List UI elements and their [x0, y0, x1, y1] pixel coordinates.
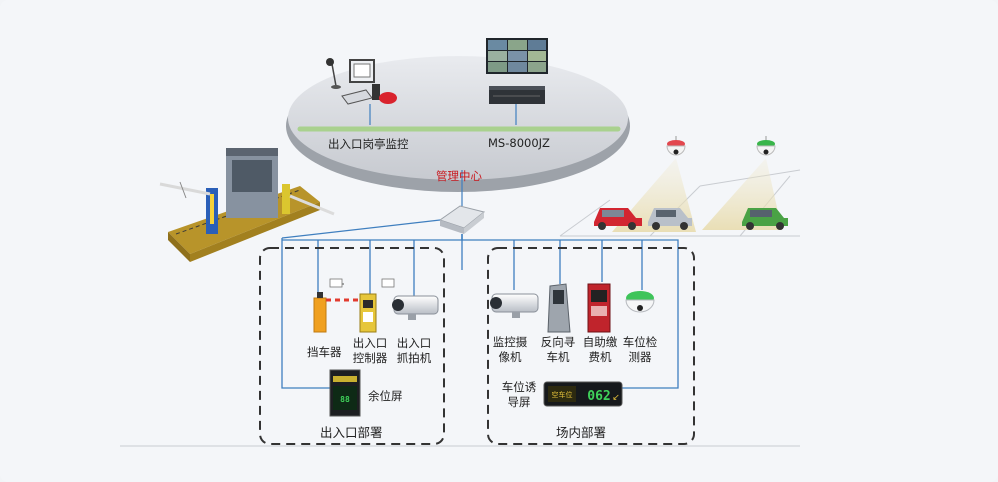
surveillance-camera-label: 监控摄像机 — [492, 335, 528, 364]
svg-text:空车位: 空车位 — [552, 390, 573, 399]
ceiling-detector-green-icon — [756, 136, 776, 156]
remaining-spaces-screen-icon: 88 — [329, 369, 361, 417]
entrance-controller-label: 出入口控制器 — [352, 336, 388, 365]
barrier-gate-label: 挡车器 — [307, 345, 342, 359]
space-detector-label: 车位检测器 — [622, 335, 658, 364]
svg-text:88: 88 — [340, 395, 350, 404]
network-switch-icon — [438, 170, 486, 234]
entrance-camera-label: 出入口抓拍机 — [396, 336, 432, 365]
entrance-controller-icon — [359, 293, 377, 333]
surveillance-camera-icon — [490, 293, 539, 318]
entrance-camera-icon — [392, 295, 439, 320]
entrance-deployment-box — [259, 247, 445, 445]
ms8000jz-server-icon — [489, 86, 545, 125]
ceiling-detector-red-icon — [666, 136, 686, 156]
svg-text:062: 062 — [587, 389, 610, 404]
management-center-label: 管理中心 — [436, 169, 482, 183]
indoor-deployment-box — [487, 247, 695, 445]
guard-booth-monitor-label: 出入口岗亭监控 — [328, 137, 409, 151]
car-silver-icon — [648, 208, 692, 230]
space-detector-icon — [625, 291, 655, 313]
guidance-screen-label: 车位诱导屏 — [501, 380, 537, 409]
reverse-car-finder-icon — [547, 283, 571, 333]
guidance-screen-icon: 空车位 062 ↙ — [543, 381, 623, 407]
self-pay-machine-icon — [587, 283, 611, 333]
entrance-deployment-title: 出入口部署 — [320, 425, 383, 440]
guard-workstation-icon — [326, 58, 397, 125]
barrier-gate-icon — [313, 292, 360, 333]
video-wall-icon — [486, 38, 548, 74]
car-red-icon — [594, 208, 642, 230]
svg-text:↙: ↙ — [612, 393, 620, 403]
indoor-deployment-title: 场内部署 — [556, 425, 607, 440]
server-label: MS-8000JZ — [488, 136, 550, 150]
reverse-car-finder-label: 反向寻车机 — [540, 335, 576, 364]
management-disc — [288, 56, 628, 180]
entrance-booth-icon — [159, 148, 335, 262]
remaining-spaces-label: 余位屏 — [368, 389, 403, 403]
self-pay-machine-label: 自助缴费机 — [582, 335, 618, 364]
car-green-icon — [742, 208, 788, 230]
